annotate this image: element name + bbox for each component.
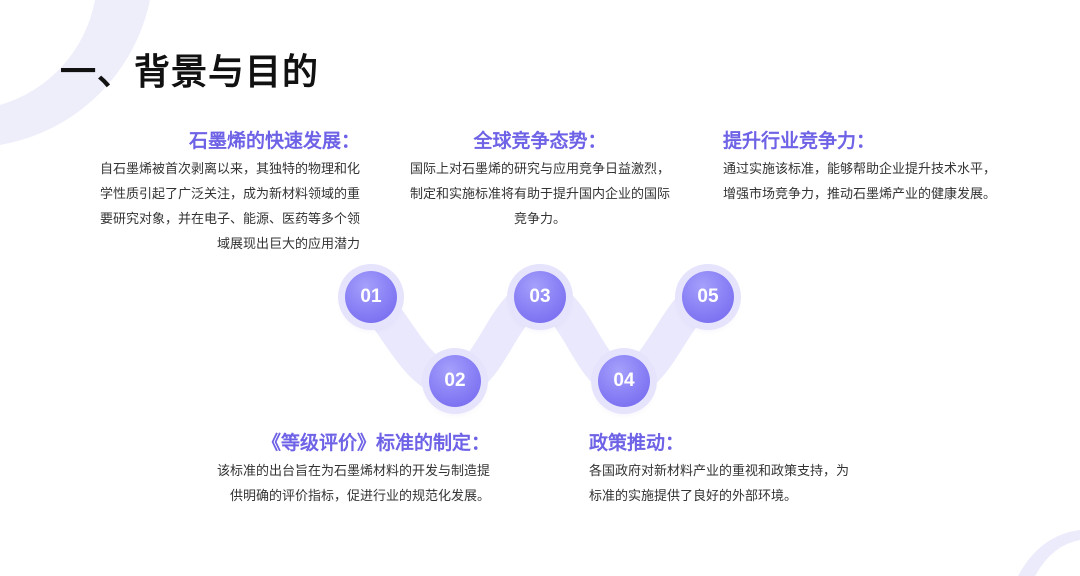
description-line: 标准的实施提供了良好的外部环境。 [589, 489, 798, 504]
step-block-01: 石墨烯的快速发展： 自石墨烯被首次剥离以来，其独特的物理和化 学性质引起了广泛关… [84, 128, 360, 257]
decorative-arc-bottom-right [990, 500, 1080, 576]
step-block-05: 提升行业竞争力： 通过实施该标准，能够帮助企业提升技术水平， 增强市场竞争力，推… [723, 128, 1023, 207]
step-block-04: 政策推动： 各国政府对新材料产业的重视和政策支持，为 标准的实施提供了良好的外部… [589, 430, 889, 509]
description-line: 通过实施该标准，能够帮助企业提升技术水平， [723, 162, 997, 177]
step-node-02: 02 [429, 355, 481, 407]
step-block-03: 全球竞争态势： 国际上对石墨烯的研究与应用竞争日益激烈， 制定和实施标准将有助于… [395, 128, 685, 232]
step-block-02: 《等级评价》标准的制定： 该标准的出台旨在为石墨烯材料的开发与制造提 供明确的评… [190, 430, 490, 509]
step-node-04: 04 [598, 355, 650, 407]
description-line: 自石墨烯被首次剥离以来，其独特的物理和化 [99, 162, 360, 177]
description-line: 要研究对象，并在电子、能源、医药等多个领 [99, 212, 360, 227]
page-title: 一、背景与目的 [60, 52, 320, 93]
step-heading: 提升行业竞争力： [723, 130, 876, 152]
description-line: 域展现出巨大的应用潜力 [216, 237, 360, 252]
step-description: 自石墨烯被首次剥离以来，其独特的物理和化 学性质引起了广泛关注，成为新材料领域的… [84, 157, 360, 257]
step-description: 各国政府对新材料产业的重视和政策支持，为 标准的实施提供了良好的外部环境。 [589, 459, 889, 509]
description-line: 该标准的出台旨在为石墨烯材料的开发与制造提 [216, 464, 490, 479]
description-line: 学性质引起了广泛关注，成为新材料领域的重 [99, 187, 360, 202]
step-description: 国际上对石墨烯的研究与应用竞争日益激烈， 制定和实施标准将有助于提升国内企业的国… [395, 157, 685, 232]
step-heading: 政策推动： [589, 432, 685, 454]
description-line: 制定和实施标准将有助于提升国内企业的国际 [409, 187, 670, 202]
description-line: 供明确的评价指标，促进行业的规范化发展。 [229, 489, 490, 504]
description-line: 各国政府对新材料产业的重视和政策支持，为 [589, 464, 850, 479]
description-line: 竞争力。 [513, 212, 566, 227]
step-description: 通过实施该标准，能够帮助企业提升技术水平， 增强市场竞争力，推动石墨烯产业的健康… [723, 157, 1023, 207]
description-line: 国际上对石墨烯的研究与应用竞争日益激烈， [409, 162, 670, 177]
step-node-03: 03 [514, 271, 566, 323]
step-node-01: 01 [345, 271, 397, 323]
step-heading: 全球竞争态势： [473, 130, 607, 152]
step-node-05: 05 [682, 271, 734, 323]
step-heading: 石墨烯的快速发展： [188, 130, 360, 152]
step-description: 该标准的出台旨在为石墨烯材料的开发与制造提 供明确的评价指标，促进行业的规范化发… [190, 459, 490, 509]
description-line: 增强市场竞争力，推动石墨烯产业的健康发展。 [723, 187, 997, 202]
step-heading: 《等级评价》标准的制定： [261, 432, 490, 454]
